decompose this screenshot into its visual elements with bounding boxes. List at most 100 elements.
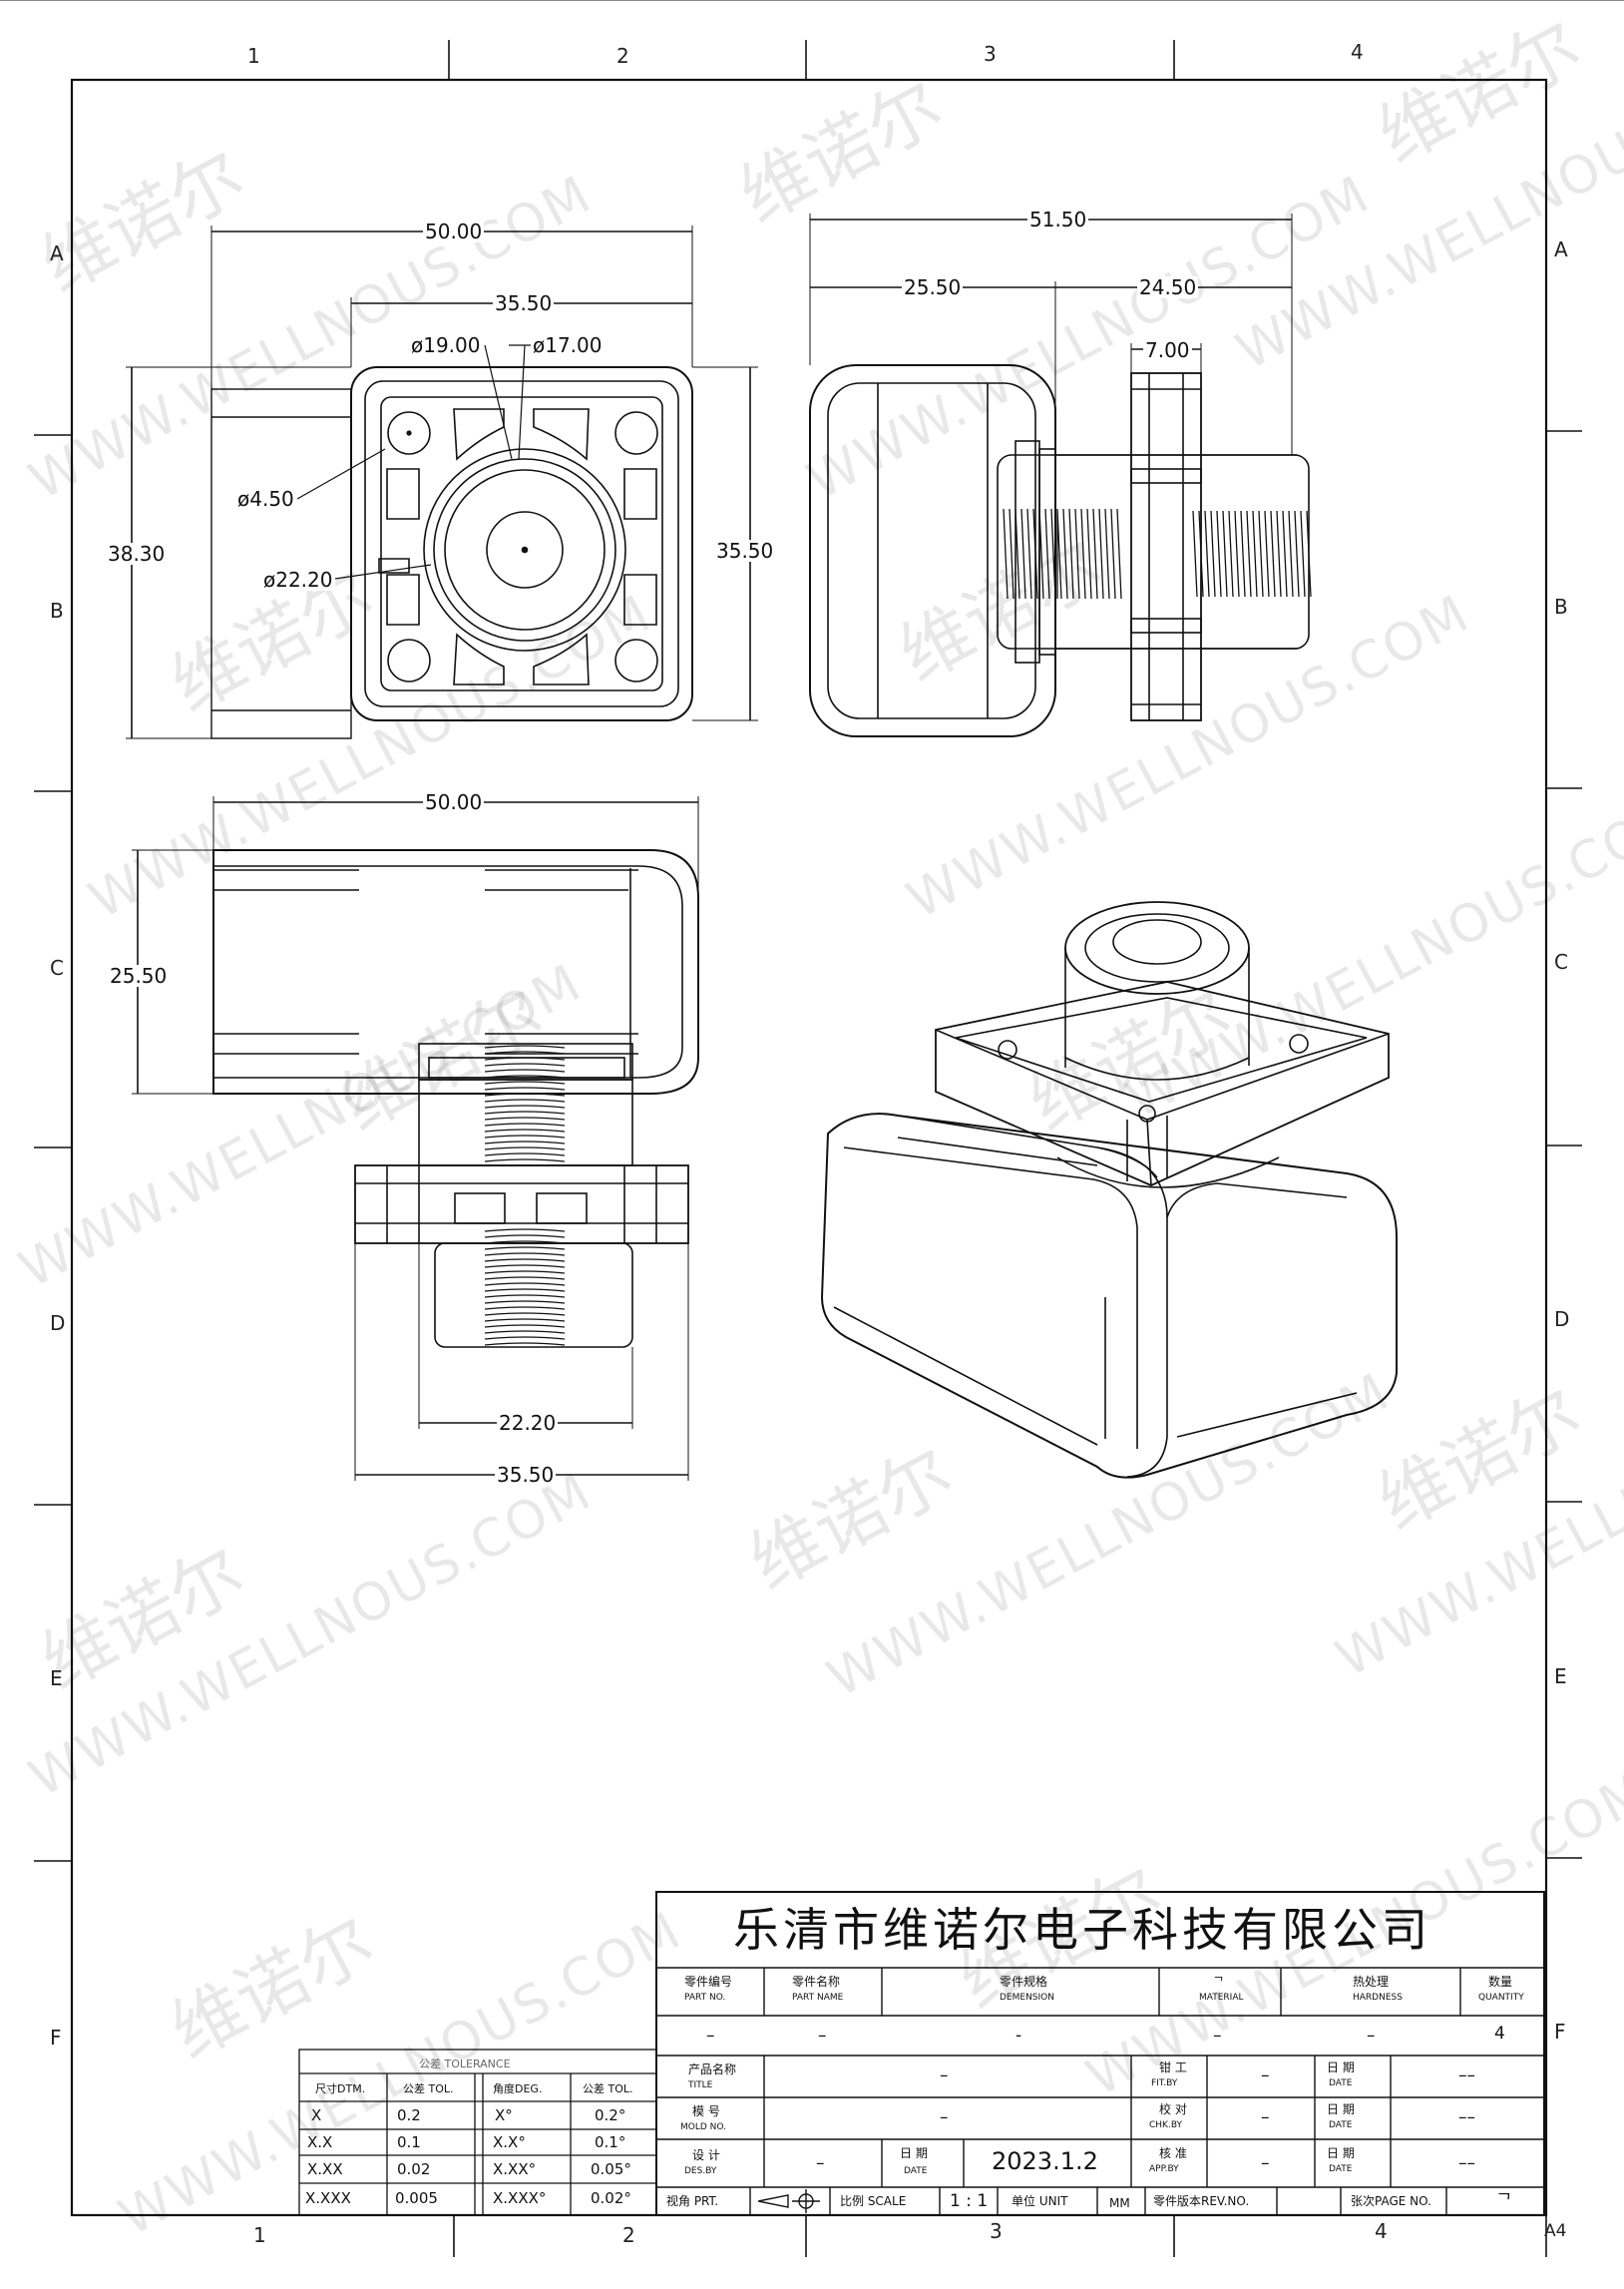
header-part-no: 零件编号 bbox=[684, 1975, 733, 1989]
check-label-en: CHK.BY bbox=[1149, 2120, 1182, 2130]
top-view bbox=[126, 226, 758, 739]
tolerance-cell: X bbox=[311, 2106, 322, 2124]
dimension-label: 35.50 bbox=[495, 1463, 557, 1487]
value-part-no: – bbox=[706, 2026, 715, 2046]
tolerance-caption: 公差 TOLERANCE bbox=[419, 2058, 511, 2070]
header-part-no-en: PART NO. bbox=[684, 1993, 726, 2003]
tolerance-header: 公差 TOL. bbox=[583, 2082, 633, 2095]
mold-value: – bbox=[940, 2107, 949, 2127]
check-label: 校 对 bbox=[1159, 2102, 1187, 2116]
column-label: 2 bbox=[622, 2223, 635, 2247]
company-name: 乐清市维诺尔电子科技有限公司 bbox=[733, 1903, 1431, 1957]
tolerance-cell: 0.2 bbox=[397, 2106, 421, 2124]
tolerance-cell: X.XXX bbox=[305, 2189, 351, 2207]
date-cell-value: –– bbox=[1458, 2107, 1475, 2127]
header-hardness-en: HARDNESS bbox=[1353, 1993, 1403, 2003]
column-label: 1 bbox=[253, 2223, 266, 2247]
dimension-label: ø4.50 bbox=[235, 487, 296, 511]
date-label: 日 期 bbox=[1327, 2102, 1355, 2116]
value-hardness: – bbox=[1367, 2026, 1376, 2046]
tolerance-cell: X.X° bbox=[493, 2133, 526, 2151]
header-part-name-en: PART NAME bbox=[792, 1993, 844, 2003]
value-part-name: – bbox=[818, 2026, 827, 2046]
tolerance-cell: 0.1° bbox=[595, 2133, 626, 2151]
column-label: 4 bbox=[1351, 40, 1364, 64]
tolerance-table-lines bbox=[298, 2049, 657, 2216]
tolerance-cell: X.XX° bbox=[493, 2160, 537, 2178]
header-dimension-en: DEMENSION bbox=[1000, 1993, 1054, 2003]
value-quantity: 4 bbox=[1494, 2024, 1505, 2044]
row-label: A bbox=[50, 241, 64, 265]
row-label: C bbox=[1554, 950, 1568, 974]
title-value: – bbox=[940, 2065, 949, 2085]
header-hardness: 热处理 bbox=[1353, 1975, 1390, 1989]
tolerance-cell: X° bbox=[495, 2106, 513, 2124]
value-material: – bbox=[1213, 2026, 1222, 2046]
tolerance-cell: X.X bbox=[307, 2133, 333, 2151]
sheet-size: A4 bbox=[1544, 2221, 1567, 2241]
date-label-en: DATE bbox=[1329, 2120, 1353, 2130]
dimension-label: 50.00 bbox=[423, 220, 485, 243]
tolerance-cell: 0.1 bbox=[397, 2133, 421, 2151]
header-material-en: MATERIAL bbox=[1199, 1993, 1244, 2003]
mold-label: 模 号 bbox=[692, 2104, 720, 2118]
column-label: 4 bbox=[1375, 2219, 1388, 2243]
row-label: E bbox=[1554, 1664, 1567, 1688]
isometric-view bbox=[820, 901, 1398, 1479]
date-label-en: DATE bbox=[1329, 2078, 1353, 2088]
column-label: 3 bbox=[990, 2219, 1003, 2243]
date-label: 日 期 bbox=[1327, 2060, 1355, 2074]
date-label: 日 期 bbox=[1327, 2146, 1355, 2160]
tolerance-cell: 0.02° bbox=[591, 2189, 631, 2207]
scale-label: 比例 SCALE bbox=[840, 2194, 907, 2208]
dimension-label: 51.50 bbox=[1027, 208, 1089, 231]
column-label: 1 bbox=[247, 44, 260, 68]
date-label-en: DATE bbox=[904, 2166, 928, 2176]
header-material: ᄀ bbox=[1213, 1975, 1225, 1989]
date-label: 日 期 bbox=[900, 2146, 928, 2160]
title-label: 产品名称 bbox=[688, 2062, 737, 2076]
dimension-label: 22.20 bbox=[497, 1411, 559, 1435]
unit-value: MM bbox=[1109, 2196, 1130, 2210]
date-cell-value: –– bbox=[1458, 2153, 1475, 2173]
row-label: D bbox=[50, 1311, 66, 1335]
dimension-label: ø17.00 bbox=[531, 333, 605, 357]
dimension-label: 35.50 bbox=[714, 539, 776, 563]
title-block-lines bbox=[655, 1891, 1545, 2216]
dimension-label: 50.00 bbox=[423, 790, 485, 814]
design-label: 设 计 bbox=[692, 2148, 720, 2162]
row-label: F bbox=[1554, 2020, 1566, 2044]
approve-label-en: APP.BY bbox=[1149, 2164, 1179, 2174]
dimension-label: 35.50 bbox=[493, 291, 555, 315]
dimension-label: ø19.00 bbox=[409, 333, 483, 357]
dimension-label: 25.50 bbox=[108, 964, 170, 988]
page-value: ᄀ bbox=[1496, 2191, 1512, 2211]
dimension-label: 38.30 bbox=[106, 542, 168, 566]
dimension-label: 7.00 bbox=[1143, 338, 1192, 362]
header-part-name: 零件名称 bbox=[792, 1975, 841, 1989]
design-label-en: DES.BY bbox=[684, 2166, 717, 2176]
unit-label: 单位 UNIT bbox=[1012, 2194, 1068, 2208]
front-view bbox=[132, 796, 699, 1481]
dimension-label: 24.50 bbox=[1137, 275, 1199, 299]
header-quantity-en: QUANTITY bbox=[1478, 1993, 1524, 2003]
row-label: B bbox=[50, 599, 64, 623]
date-label-en: DATE bbox=[1329, 2164, 1353, 2174]
scale-value: 1 : 1 bbox=[950, 2191, 989, 2211]
sign-value: – bbox=[1261, 2065, 1270, 2085]
header-dimension: 零件规格 bbox=[1000, 1975, 1048, 1989]
fit-label-en: FIT.BY bbox=[1151, 2078, 1178, 2088]
date-value: 2023.1.2 bbox=[992, 2147, 1098, 2175]
row-label: C bbox=[50, 956, 64, 980]
side-view bbox=[809, 214, 1312, 737]
revision-label: 零件版本REV.NO. bbox=[1153, 2194, 1250, 2208]
tolerance-header: 尺寸DTM. bbox=[315, 2082, 366, 2095]
column-label: 3 bbox=[984, 42, 997, 66]
column-label: 2 bbox=[616, 44, 629, 68]
value-dimension: - bbox=[1015, 2026, 1022, 2046]
row-label: A bbox=[1554, 237, 1568, 261]
tolerance-cell: 0.2° bbox=[595, 2106, 626, 2124]
tolerance-cell: 0.005 bbox=[395, 2189, 438, 2207]
row-label: D bbox=[1554, 1307, 1570, 1331]
